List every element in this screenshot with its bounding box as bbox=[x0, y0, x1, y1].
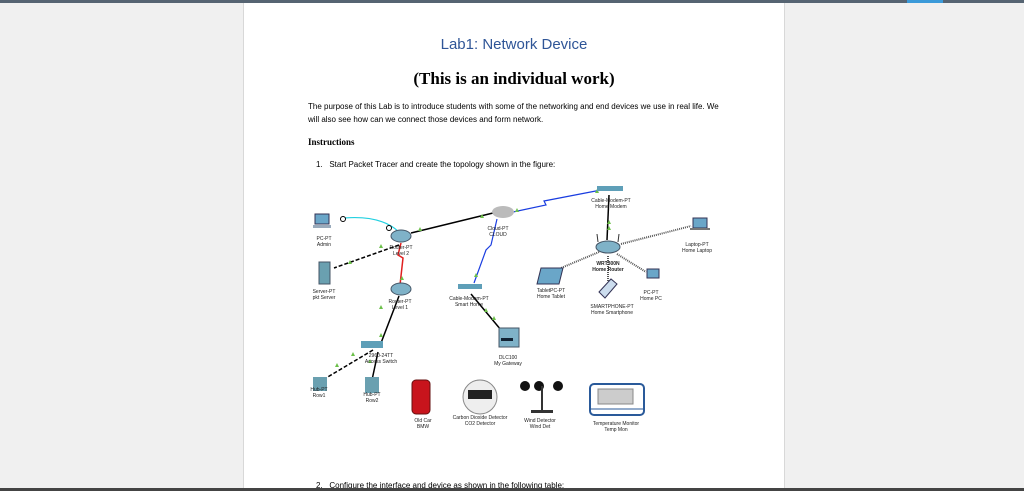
pc-icon bbox=[313, 213, 331, 228]
wind-detector-icon bbox=[520, 381, 563, 413]
router-icon bbox=[390, 229, 412, 243]
hub-icon bbox=[313, 377, 327, 391]
topology-diagram bbox=[313, 186, 710, 416]
gateway-icon bbox=[498, 327, 520, 348]
wireless-links bbox=[560, 225, 692, 282]
console-link bbox=[343, 216, 400, 233]
ethernet-link bbox=[371, 351, 379, 381]
smartphone-icon bbox=[598, 278, 618, 299]
crossover-link bbox=[333, 244, 400, 269]
ethernet-link bbox=[410, 212, 494, 234]
link-status-icons bbox=[335, 189, 611, 367]
cable-modem-icon bbox=[597, 186, 623, 191]
intro-paragraph: The purpose of this Lab is to introduce … bbox=[308, 102, 719, 124]
ethernet-link bbox=[380, 295, 400, 344]
coax-link bbox=[473, 218, 498, 284]
temperature-monitor-icon bbox=[589, 383, 645, 416]
switch-icon bbox=[361, 341, 383, 348]
co2-detector-icon bbox=[462, 379, 498, 415]
tablet-icon bbox=[536, 267, 564, 285]
hub-icon bbox=[365, 377, 379, 393]
wireless-router-icon bbox=[595, 233, 621, 254]
bottom-bar bbox=[0, 488, 1024, 491]
cloud-icon bbox=[492, 206, 514, 218]
doc-title: Lab1: Network Device bbox=[440, 36, 588, 53]
car-icon bbox=[411, 379, 431, 415]
document-page: Lab1: Network Device (This is an individ… bbox=[243, 3, 785, 490]
active-tab-indicator bbox=[907, 0, 943, 3]
doc-subtitle: (This is an individual work) bbox=[413, 69, 615, 88]
crossover-link bbox=[325, 349, 374, 379]
console-port-icon bbox=[386, 225, 392, 231]
pc-icon bbox=[646, 268, 660, 279]
serial-link bbox=[397, 242, 404, 286]
console-port-icon bbox=[340, 216, 346, 222]
ethernet-link bbox=[606, 194, 610, 241]
router-icon bbox=[390, 282, 412, 296]
instructions-heading: Instructions bbox=[308, 137, 355, 147]
top-bar bbox=[0, 0, 1024, 3]
cable-modem-icon bbox=[458, 284, 482, 289]
step-1: 1. Start Packet Tracer and create the to… bbox=[316, 160, 556, 169]
step-2: 2. Configure the interface and device as… bbox=[316, 481, 565, 490]
server-icon bbox=[318, 261, 331, 285]
laptop-icon bbox=[690, 217, 710, 230]
coax-link bbox=[512, 189, 602, 213]
